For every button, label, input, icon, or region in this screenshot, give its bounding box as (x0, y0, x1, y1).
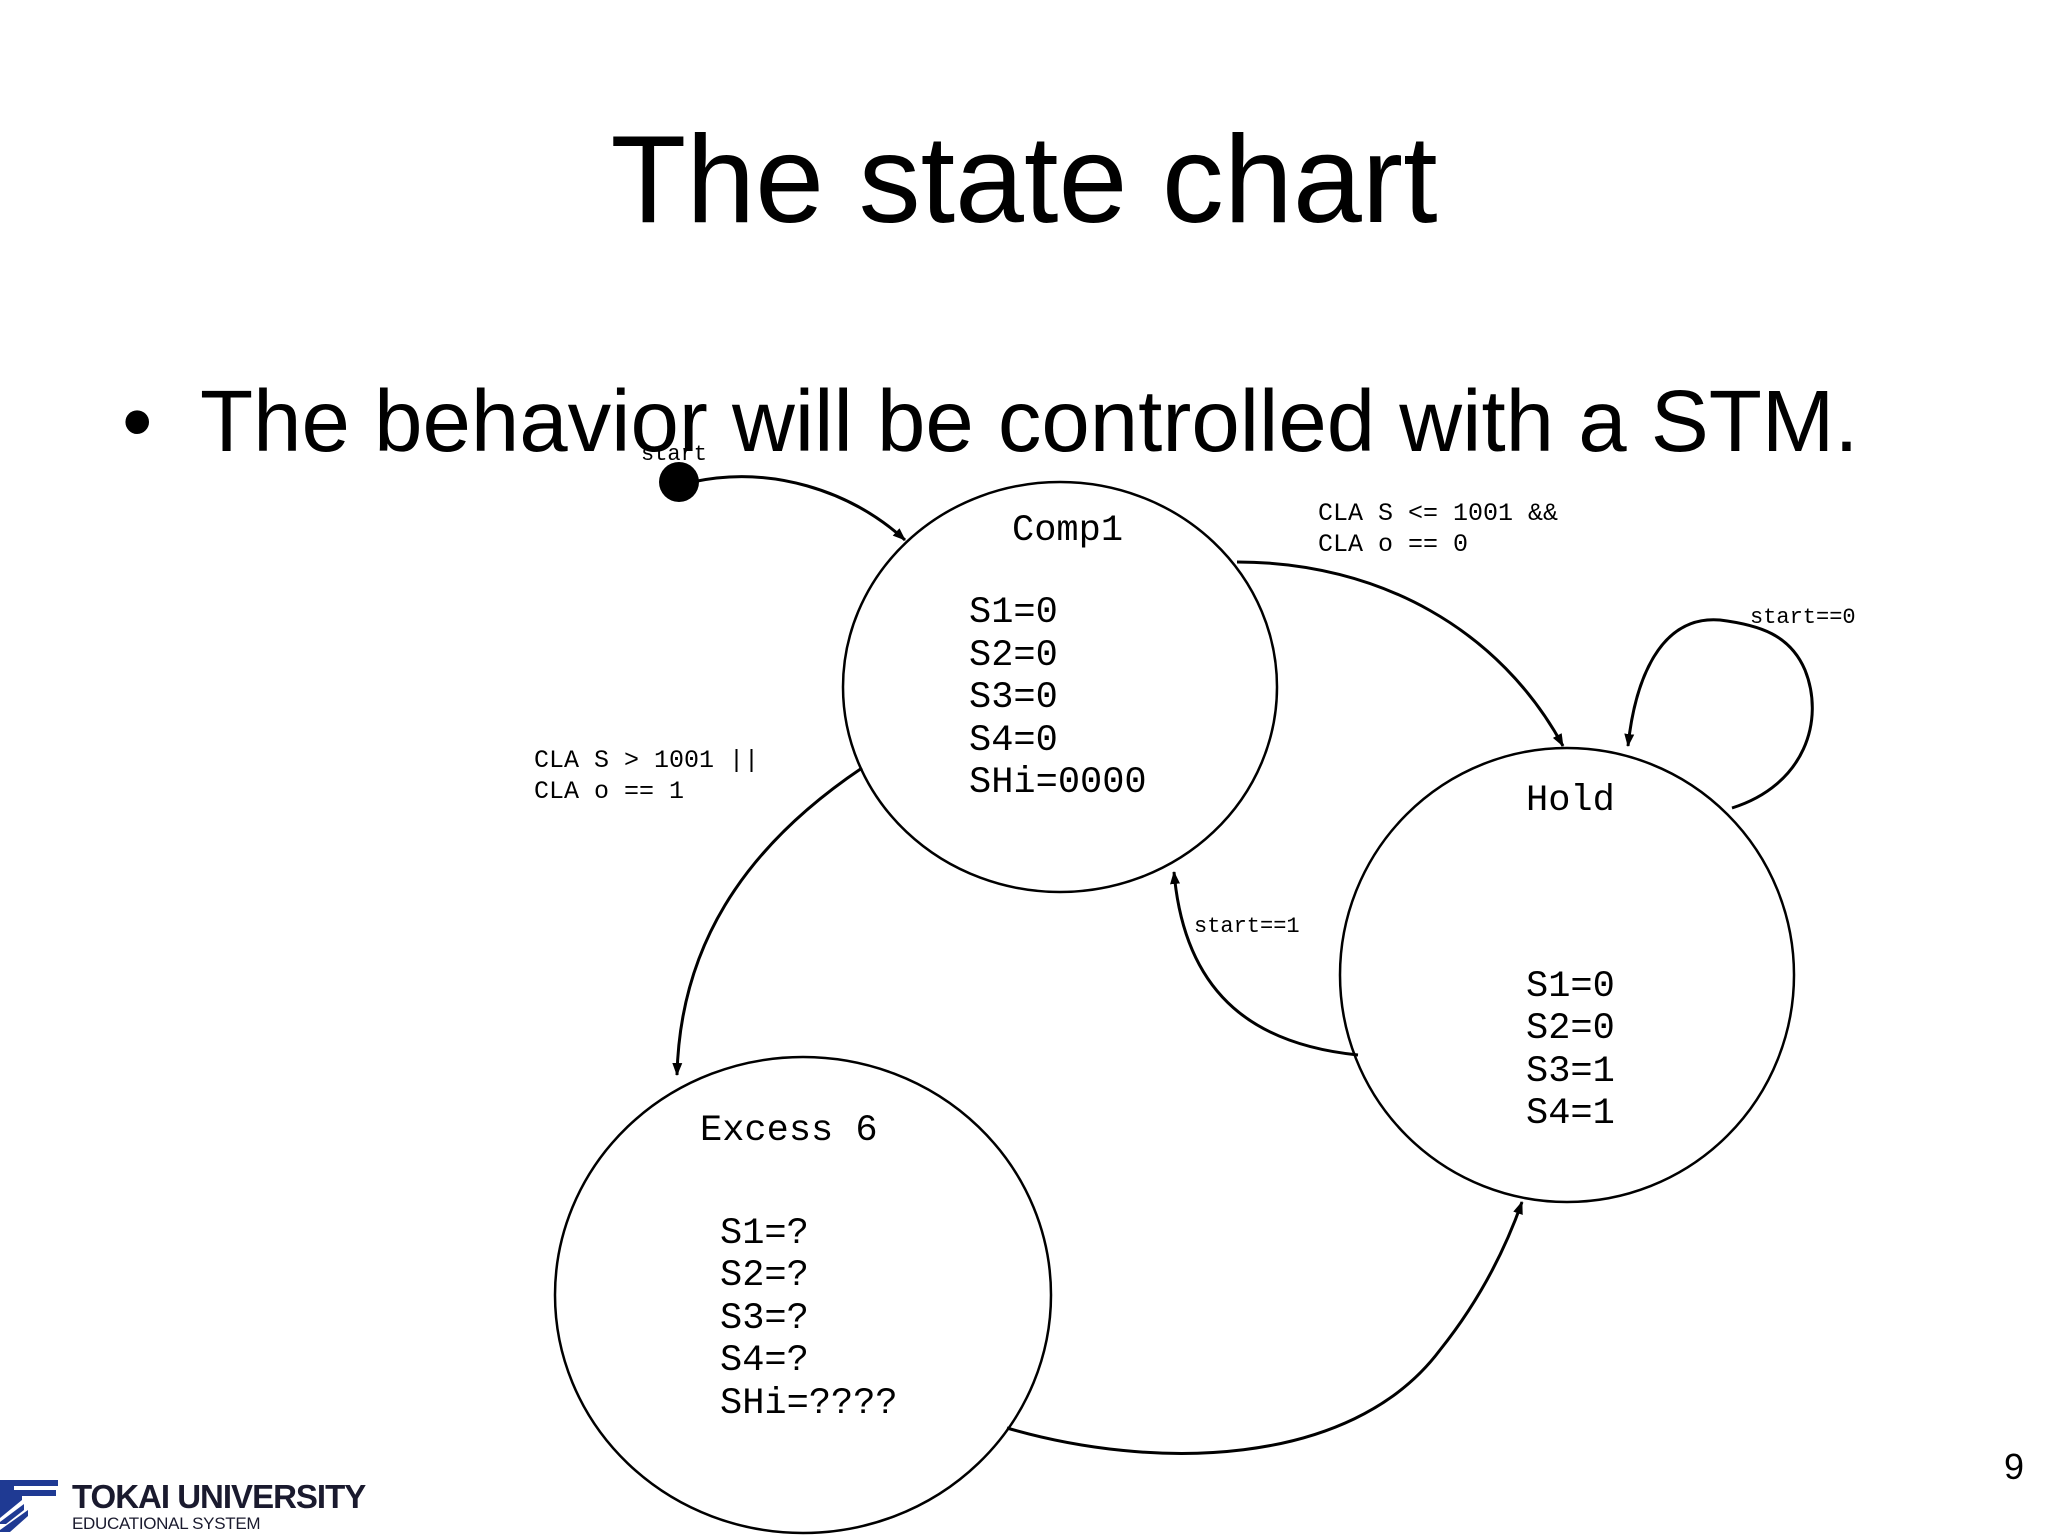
bullet-text: The behavior will be controlled with a S… (200, 373, 1859, 470)
state-excess6-line: SHi=???? (720, 1383, 898, 1425)
state-hold-line: S3=1 (1526, 1051, 1615, 1093)
transition-hold-to-comp1-label: start==1 (1194, 914, 1300, 939)
state-comp1-circle (841, 480, 1279, 894)
initial-state-label: start (641, 442, 707, 467)
bullet-symbol: • (122, 373, 153, 470)
state-hold-line: S1=0 (1526, 966, 1615, 1008)
transition-comp1-to-excess-label: CLA S > 1001 || (534, 746, 759, 775)
state-comp1-line: S1=0 (969, 592, 1058, 634)
initial-state-dot (659, 462, 699, 502)
state-comp1-name: Comp1 (1012, 510, 1123, 552)
slide-title: The state chart (610, 111, 1438, 249)
university-logo: TOKAI UNIVERSITY EDUCATIONAL SYSTEM (0, 1476, 420, 1536)
transition-hold-to-comp1-arrow (1170, 871, 1359, 1057)
logo-name: TOKAI UNIVERSITY (72, 1478, 366, 1515)
state-excess6-line: S3=? (720, 1298, 809, 1340)
state-excess6-circle (553, 1055, 1053, 1535)
page-number: 9 (2003, 1446, 2024, 1487)
transition-excess-to-hold-arrow (1006, 1201, 1524, 1455)
state-excess6-name: Excess 6 (700, 1110, 878, 1152)
state-comp1-line: S3=0 (969, 677, 1058, 719)
bullet-item: •The behavior will be controlled with a … (122, 378, 1859, 465)
state-hold-circle (1338, 746, 1796, 1204)
initial-transition-arrow (691, 475, 907, 542)
state-comp1: Comp1 S1=0 S2=0 S3=0 S4=0 SHi=0000 (841, 480, 1279, 894)
transition-comp1-to-excess-arrow (672, 766, 863, 1076)
state-hold: Hold S1=0 S2=0 S3=1 S4=1 (1338, 746, 1796, 1204)
state-hold-line: S4=1 (1526, 1093, 1615, 1135)
state-excess6-line: S1=? (720, 1213, 809, 1255)
state-comp1-line: SHi=0000 (969, 762, 1147, 804)
logo-subtitle: EDUCATIONAL SYSTEM (72, 1514, 261, 1533)
transition-comp1-to-hold-arrow (1236, 560, 1565, 747)
transition-comp1-to-hold-label: CLA o == 0 (1318, 530, 1468, 559)
state-hold-line: S2=0 (1526, 1008, 1615, 1050)
transition-comp1-to-hold-label: CLA S <= 1001 && (1318, 499, 1558, 528)
state-hold-name: Hold (1526, 780, 1615, 822)
state-comp1-line: S4=0 (969, 720, 1058, 762)
state-excess6-line: S4=? (720, 1340, 809, 1382)
state-excess6-line: S2=? (720, 1255, 809, 1297)
state-excess6: Excess 6 S1=? S2=? S3=? S4=? SHi=???? (553, 1055, 1053, 1535)
transition-hold-self-arrow (1624, 618, 1814, 810)
transition-hold-self-label: start==0 (1750, 605, 1856, 630)
tokai-emblem-icon (0, 1480, 58, 1532)
state-comp1-line: S2=0 (969, 635, 1058, 677)
transition-comp1-to-excess-label: CLA o == 1 (534, 777, 684, 806)
